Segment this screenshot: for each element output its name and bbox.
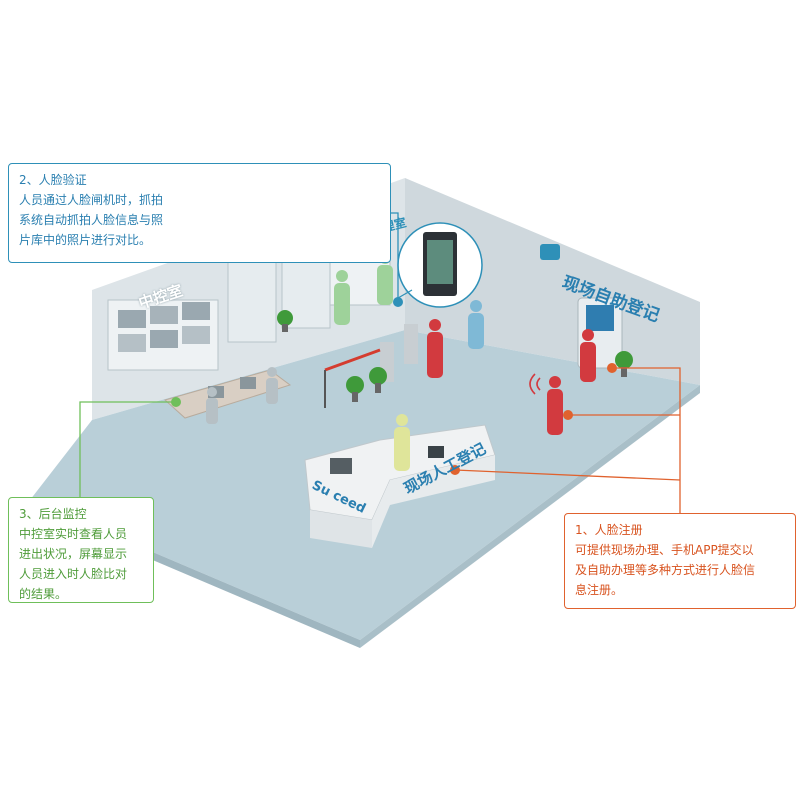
callout-text: 人员通过人脸闸机时，抓拍 [19, 193, 164, 207]
marker-dot-green [171, 397, 181, 407]
callout-text: 进出状况，屏幕显示 [19, 547, 128, 561]
callout-title: 1、人脸注册 [575, 523, 643, 537]
register-monitor [428, 446, 444, 458]
marker-dot-orange [607, 363, 617, 373]
callout-text: 片库中的照片进行对比。 [19, 233, 152, 247]
marker-dot-blue [393, 297, 403, 307]
person-figure-blue [468, 300, 484, 349]
callout-text: 的结果。 [19, 587, 68, 601]
connector-line-face-verify [391, 212, 399, 300]
person-figure-green [334, 270, 350, 325]
control-desk [163, 369, 292, 419]
person-figure-red [427, 319, 443, 378]
floor-right-edge [360, 385, 700, 648]
signal-icon [529, 373, 541, 395]
person-figure-red [580, 329, 596, 382]
elevator-door [227, 261, 277, 343]
callout-text: 及自助办理等多种方式进行人脸信 [575, 563, 756, 577]
callout-title: 2、人脸验证 [19, 173, 87, 187]
callout-face-registration: 1、人脸注册 可提供现场办理、手机APP提交以 及自助办理等多种方式进行人脸信 … [564, 513, 796, 609]
callout-text: 人员进入时人脸比对 [19, 567, 128, 581]
plant-icon [346, 376, 364, 402]
register-printer [330, 458, 352, 474]
person-figure-red [547, 376, 563, 435]
marker-dot-orange [563, 410, 573, 420]
person-figure-yellow [394, 414, 410, 471]
self-register-logo-icon [540, 244, 560, 260]
callout-text: 中控室实时查看人员 [19, 527, 128, 541]
connector-line-monitor [79, 401, 176, 497]
plant-icon [369, 367, 387, 393]
marker-dot-orange [450, 465, 460, 475]
callout-text: 息注册。 [575, 583, 624, 597]
callout-text: 可提供现场办理、手机APP提交以 [575, 543, 754, 557]
callout-backend-monitoring: 3、后台监控 中控室实时查看人员 进出状况，屏幕显示 人员进入时人脸比对 的结果… [8, 497, 154, 603]
connector-line-register [612, 367, 681, 513]
callout-text: 系统自动抓拍人脸信息与照 [19, 213, 164, 227]
callout-title: 3、后台监控 [19, 507, 87, 521]
queue-barrier [324, 348, 381, 372]
callout-face-verification: 2、人脸验证 人员通过人脸闸机时，抓拍 系统自动抓拍人脸信息与照 片库中的照片进… [8, 163, 391, 263]
plant-icon [277, 310, 293, 332]
person-figure-grey [206, 387, 218, 424]
plant-icon [615, 351, 633, 377]
person-figure-grey [266, 367, 278, 404]
